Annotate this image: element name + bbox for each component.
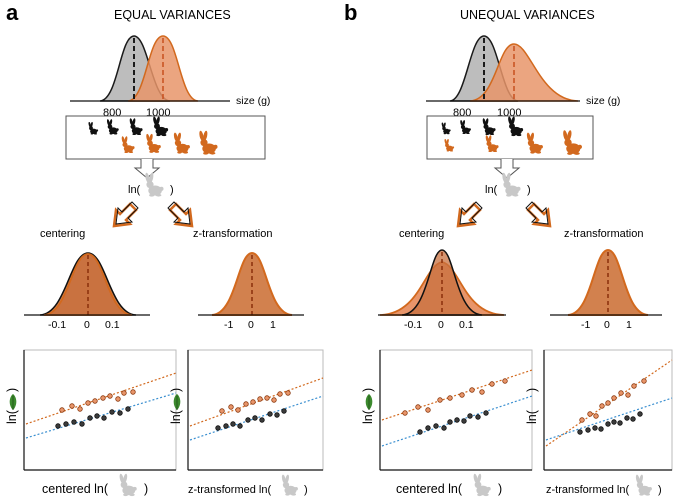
y-label-ln: ln( [169,409,183,424]
y-label-ln: ln( [361,409,375,424]
grey-rabbit-icon [501,172,521,197]
panel-letter-b: b [344,0,357,25]
x-label-centered: centered ln( [42,482,109,496]
panel-b: b UNEQUAL VARIANCES 800 1000 size (g) [344,0,673,497]
panel-a-centered-distribution: -0.1 0 0.1 [24,252,150,331]
panel-letter-a: a [6,0,19,25]
x-label-close: ) [144,482,148,496]
grey-rabbit-icon [635,474,652,496]
panel-b-title: UNEQUAL VARIANCES [460,8,595,22]
size-axis-label: size (g) [586,95,620,107]
orange-points [59,389,136,413]
tick-neg-1: -1 [581,319,590,331]
tick-neg-0-1: -0.1 [48,319,66,331]
orange-distribution [127,35,199,102]
ln-close: ) [527,184,531,196]
y-label-close: ) [5,388,19,392]
size-axis-label: size (g) [236,95,270,107]
panel-a-scatter-z: ln( ) z-transformed ln( ) [169,349,324,496]
black-points [55,406,131,429]
centering-label: centering [399,228,444,240]
tick-1: 1 [270,319,276,331]
panel-b-split-arrows [456,201,552,228]
y-label-close: ) [169,388,183,392]
z-transformation-label: z-transformation [193,228,272,240]
y-label-close: ) [525,388,539,392]
tick-0: 0 [248,319,254,331]
tick-neg-1: -1 [224,319,233,331]
y-label-ln: ln( [5,409,19,424]
panel-b-ln-rabbit: ln( ) [485,172,531,197]
x-label-z: z-transformed ln( [188,484,271,496]
x-label-z: z-transformed ln( [546,484,629,496]
grey-rabbit-icon [144,172,164,197]
tick-0: 0 [604,319,610,331]
panel-a-title: EQUAL VARIANCES [114,8,231,22]
tick-neg-0-1: -0.1 [404,319,422,331]
panel-b-centered-distribution: -0.1 0 0.1 [378,249,506,331]
ln-close: ) [170,184,174,196]
tick-0: 0 [438,319,444,331]
tick-0-1: 0.1 [459,319,474,331]
panel-a-ln-rabbit: ln( ) [128,172,174,197]
ln-label: ln( [485,184,498,196]
y-label-ln: ln( [525,409,539,424]
panel-b-scatter-centered: ln( ) centered ln( ) [361,349,533,497]
leaf-icon [365,393,373,411]
leaf-icon [9,393,17,411]
centering-label: centering [40,228,85,240]
panel-a: a EQUAL VARIANCES 800 1000 size (g) [5,0,324,497]
tick-0: 0 [84,319,90,331]
x-label-close: ) [658,484,662,496]
panel-a-size-distributions: 800 1000 size (g) [70,35,270,119]
z-transformation-label: z-transformation [564,228,643,240]
panel-a-scatter-centered: ln( ) centered ln( ) [5,349,177,497]
panel-b-scatter-z: ln( ) z-transformed ln( ) [525,349,673,496]
tick-1: 1 [626,319,632,331]
x-label-close: ) [498,482,502,496]
ln-label: ln( [128,184,141,196]
tick-0-1: 0.1 [105,319,120,331]
panel-a-rabbit-box [65,115,266,179]
panel-b-size-distributions: 800 1000 size (g) [426,35,620,119]
x-label-centered: centered ln( [396,482,463,496]
panel-a-split-arrows [112,201,194,228]
x-label-close: ) [304,484,308,496]
panel-b-z-distribution: -1 0 1 [550,248,662,331]
orange-regression-line [25,372,177,425]
y-label-close: ) [361,388,375,392]
panel-b-rabbit-box [426,115,594,179]
grey-rabbit-icon [118,473,137,497]
grey-rabbit-icon [472,473,491,497]
panel-a-z-distribution: -1 0 1 [198,251,304,331]
grey-rabbit-icon [281,474,298,496]
down-arrow-icon [493,159,521,179]
